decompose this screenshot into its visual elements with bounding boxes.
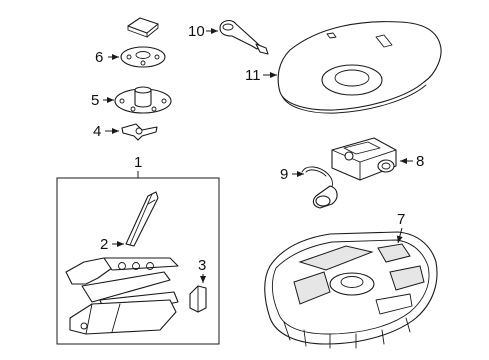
callout-3-label: 3 bbox=[198, 257, 206, 274]
part-8-compressor bbox=[331, 137, 397, 181]
callout-10: 10 bbox=[188, 23, 218, 40]
callout-4-label: 4 bbox=[93, 123, 101, 140]
callout-5: 5 bbox=[91, 92, 114, 109]
callout-4: 4 bbox=[93, 123, 119, 140]
callout-1: 1 bbox=[134, 154, 142, 178]
callout-7-label: 7 bbox=[397, 211, 405, 228]
part-10-tow-hook bbox=[219, 19, 269, 55]
callout-10-label: 10 bbox=[188, 23, 205, 40]
callout-3: 3 bbox=[198, 257, 206, 283]
callout-11-label: 11 bbox=[245, 67, 261, 84]
callout-1-label: 1 bbox=[134, 154, 142, 171]
part-4-wing-nut bbox=[121, 123, 158, 141]
callout-11: 11 bbox=[245, 67, 277, 84]
part-1-jack-assembly-box bbox=[56, 177, 220, 345]
part-9-hose bbox=[301, 166, 338, 209]
part-2-jack-handle bbox=[125, 191, 159, 247]
callout-9-label: 9 bbox=[280, 166, 288, 183]
callout-9: 9 bbox=[280, 166, 304, 183]
callout-6-label: 6 bbox=[95, 49, 103, 66]
part-6-cap-plate bbox=[120, 17, 166, 68]
callout-6: 6 bbox=[95, 49, 119, 66]
part-11-cover-board bbox=[277, 21, 442, 114]
part-1-scissor-jack bbox=[65, 257, 179, 335]
part-3-pin bbox=[189, 285, 207, 313]
callout-2: 2 bbox=[100, 236, 124, 253]
callout-2-label: 2 bbox=[100, 236, 108, 253]
part-5-spacer bbox=[114, 86, 172, 114]
part-7-storage-tray bbox=[264, 231, 438, 349]
callout-7: 7 bbox=[396, 211, 405, 244]
callout-8: 8 bbox=[400, 153, 424, 170]
callout-8-label: 8 bbox=[416, 153, 424, 170]
callout-5-label: 5 bbox=[91, 92, 99, 109]
